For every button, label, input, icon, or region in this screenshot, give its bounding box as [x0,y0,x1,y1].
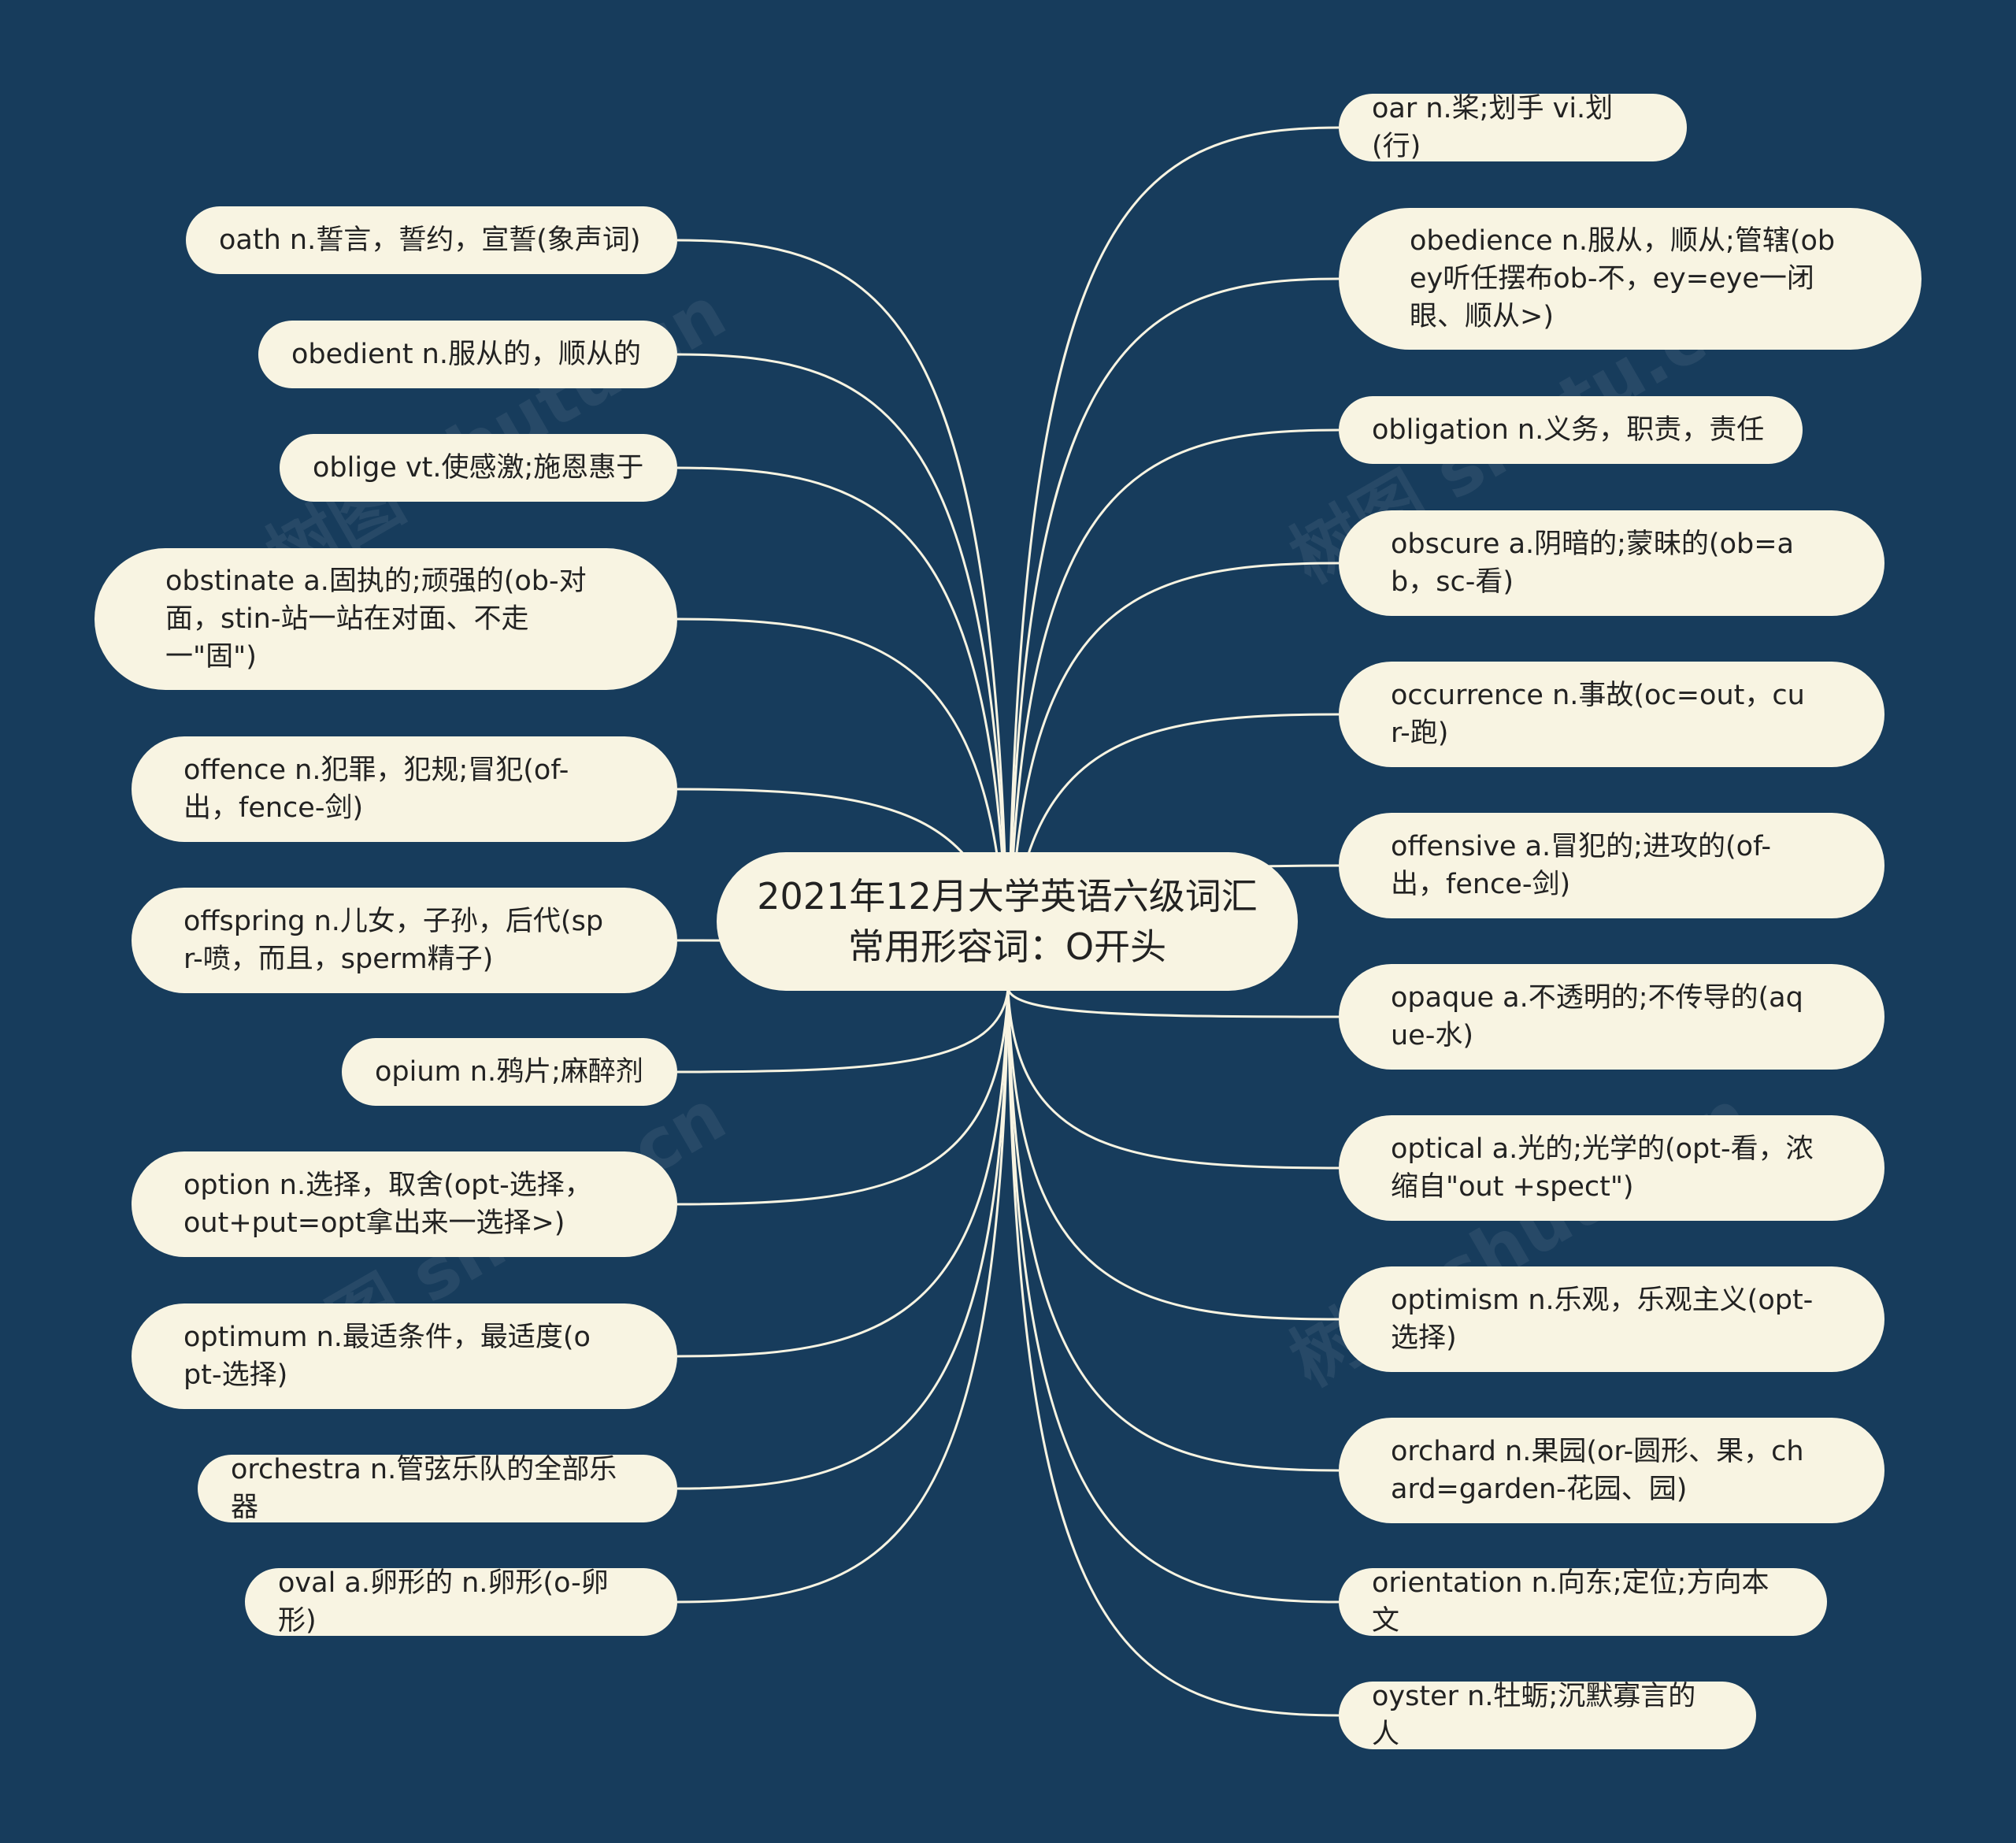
topic-node-obedience[interactable]: obedience n.服从，顺从;管辖(obey听任摆布ob-不，ey=eye… [1339,208,1922,350]
connector-line [676,353,1010,990]
topic-label: oyster n.牡蛎;沉默寡言的人 [1372,1681,1696,1750]
connector-line [676,466,1010,990]
connector-line [676,988,1010,1206]
topic-node-opium[interactable]: opium n.鸦片;麻醉剂 [342,1038,677,1106]
topic-label: oar n.桨;划手 vi.划(行) [1372,93,1614,162]
topic-label: oath n.誓言，誓约，宣誓(象声词) [219,224,641,256]
topic-label: opium n.鸦片;麻醉剂 [375,1056,643,1088]
topic-node-occurrence[interactable]: occurrence n.事故(oc=out，cur-跑) [1339,662,1884,767]
topic-label: offence n.犯罪，犯规;冒犯(of-出，fence-剑) [183,755,569,824]
topic-label: offensive a.冒犯的;进攻的(of-出，fence-剑) [1391,831,1772,900]
topic-node-orchestra[interactable]: orchestra n.管弦乐队的全部乐器 [198,1454,677,1523]
connector-line [676,988,1010,1074]
connector-line [676,988,1010,1490]
topic-label: offspring n.儿女，子孙，后代(spr-喷，而且，sperm精子) [183,906,604,975]
topic-node-optical[interactable]: optical a.光的;光学的(opt-看，浓缩自"out +spect") [1339,1115,1884,1221]
topic-node-orchard[interactable]: orchard n.果园(or-圆形、果，chard=garden-花园、园) [1339,1418,1884,1523]
topic-node-oath[interactable]: oath n.誓言，誓约，宣誓(象声词) [186,206,677,274]
topic-node-orientation[interactable]: orientation n.向东;定位;方向本文 [1339,1567,1827,1637]
connector-line [1006,126,1340,990]
connector-line [1006,277,1340,990]
topic-node-obligation[interactable]: obligation n.义务，职责，责任 [1339,396,1803,464]
topic-label: oblige vt.使感激;施恩惠于 [313,452,644,484]
connector-line [1006,428,1340,990]
connector-line [676,988,1010,1604]
topic-label: obedient n.服从的，顺从的 [291,339,641,370]
topic-label: optimum n.最适条件，最适度(opt-选择) [183,1322,591,1391]
connector-line [1006,988,1340,1170]
connector-line [1006,562,1340,990]
topic-label: obscure a.阴暗的;蒙昧的(ob=ab，sc-看) [1391,528,1794,598]
topic-node-offensive[interactable]: offensive a.冒犯的;进攻的(of-出，fence-剑) [1339,813,1884,918]
connector-line [676,988,1010,1358]
topic-node-offspring[interactable]: offspring n.儿女，子孙，后代(spr-喷，而且，sperm精子) [132,888,677,993]
topic-label: opaque a.不透明的;不传导的(aque-水) [1391,982,1803,1051]
topic-label: optical a.光的;光学的(opt-看，浓缩自"out +spect") [1391,1133,1814,1203]
topic-node-oar[interactable]: oar n.桨;划手 vi.划(行) [1339,93,1687,162]
topic-node-optimum[interactable]: optimum n.最适条件，最适度(opt-选择) [132,1303,677,1409]
topic-node-offence[interactable]: offence n.犯罪，犯规;冒犯(of-出，fence-剑) [132,736,677,842]
connector-line [1006,988,1340,1717]
topic-label: orientation n.向东;定位;方向本文 [1372,1567,1770,1637]
topic-node-opaque[interactable]: opaque a.不透明的;不传导的(aque-水) [1339,964,1884,1070]
topic-node-oval[interactable]: oval a.卵形的 n.卵形(o-卵形) [245,1567,677,1637]
topic-node-oblige[interactable]: oblige vt.使感激;施恩惠于 [280,434,677,502]
connector-line [1006,988,1340,1472]
topic-node-oyster[interactable]: oyster n.牡蛎;沉默寡言的人 [1339,1681,1756,1750]
topic-node-obstinate[interactable]: obstinate a.固执的;顽强的(ob-对面，stin-站一站在对面、不走… [94,548,677,690]
connector-line [1006,988,1340,1321]
connector-line [676,239,1010,990]
topic-label: obedience n.服从，顺从;管辖(obey听任摆布ob-不，ey=eye… [1410,225,1836,332]
topic-label: occurrence n.事故(oc=out，cur-跑) [1391,680,1805,749]
topic-label: optimism n.乐观，乐观主义(opt-选择) [1391,1285,1814,1354]
topic-node-obscure[interactable]: obscure a.阴暗的;蒙昧的(ob=ab，sc-看) [1339,510,1884,616]
connector-line [1006,988,1340,1604]
topic-label: oval a.卵形的 n.卵形(o-卵形) [278,1567,609,1637]
topic-label: obligation n.义务，职责，责任 [1372,414,1765,446]
topic-label: orchestra n.管弦乐队的全部乐器 [231,1454,617,1523]
central-topic-label: 2021年12月大学英语六级词汇常用形容词：O开头 [757,875,1258,968]
topic-node-obedient[interactable]: obedient n.服从的，顺从的 [258,321,677,388]
topic-label: option n.选择，取舍(opt-选择，out+put=opt拿出来一选择>… [183,1170,592,1239]
central-topic[interactable]: 2021年12月大学英语六级词汇常用形容词：O开头 [717,852,1298,991]
topic-node-option[interactable]: option n.选择，取舍(opt-选择，out+put=opt拿出来一选择>… [132,1151,677,1257]
topic-node-optimism[interactable]: optimism n.乐观，乐观主义(opt-选择) [1339,1266,1884,1372]
topic-label: orchard n.果园(or-圆形、果，chard=garden-花园、园) [1391,1436,1804,1505]
connector-line [1006,988,1340,1018]
topic-label: obstinate a.固执的;顽强的(ob-对面，stin-站一站在对面、不走… [165,566,587,673]
